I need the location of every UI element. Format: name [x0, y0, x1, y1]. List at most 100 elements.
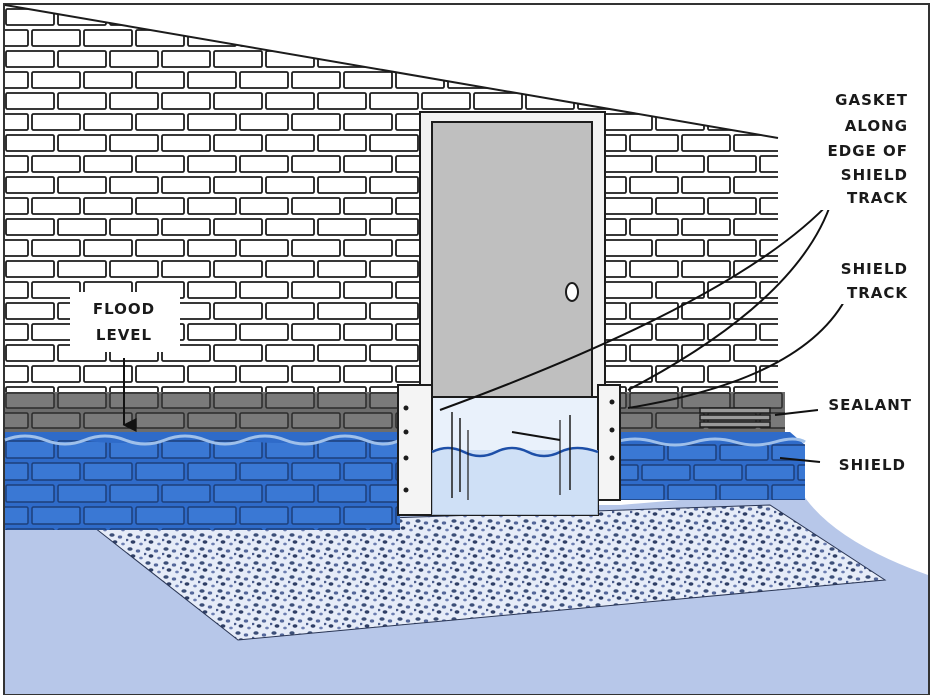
gasket-line-4: SHIELD: [841, 166, 908, 184]
gasket-line-5: TRACK: [847, 189, 908, 207]
wall-brick: [343, 239, 393, 257]
wall-brick: [213, 50, 263, 68]
wall-brick: [135, 365, 185, 383]
dark-brick: [343, 412, 393, 429]
submerged-brick: [615, 444, 665, 461]
gasket-line-3: EDGE OF: [828, 142, 908, 160]
wall-brick: [317, 92, 367, 110]
wall-brick: [265, 218, 315, 236]
wall-brick: [31, 365, 81, 383]
wall-brick: [291, 113, 341, 131]
wall-brick: [83, 29, 133, 47]
wall-brick: [161, 50, 211, 68]
wall-brick: [681, 302, 731, 320]
sealant-text: SEALANT: [828, 396, 912, 414]
wall-brick: [31, 155, 81, 173]
submerged-brick: [109, 528, 159, 530]
wall-brick: [421, 92, 471, 110]
submerged-brick: [239, 506, 289, 525]
wall-brick: [317, 260, 367, 278]
submerged-brick: [369, 528, 400, 530]
wall-brick: [187, 113, 237, 131]
wall-brick: [291, 155, 341, 173]
wall-brick: [5, 92, 55, 110]
wall-brick: [473, 92, 523, 110]
wall-brick: [629, 344, 679, 362]
wall-brick: [343, 281, 393, 299]
wall-brick: [239, 365, 289, 383]
shield-track-left: [397, 384, 433, 516]
wall-brick: [603, 197, 653, 215]
wall-brick: [109, 134, 159, 152]
wall-brick: [31, 29, 81, 47]
submerged-brick: [719, 444, 769, 461]
wall-brick: [213, 260, 263, 278]
wall-brick: [265, 302, 315, 320]
wall-brick: [187, 281, 237, 299]
wall-brick: [681, 386, 731, 392]
wall-top-edge: [4, 4, 779, 139]
submerged-brick: [57, 528, 107, 530]
submerged-brick: [239, 462, 289, 481]
wall-brick: [213, 134, 263, 152]
submerged-brick: [57, 484, 107, 503]
wall-brick: [5, 323, 29, 341]
wall-brick: [161, 134, 211, 152]
wall-brick: [31, 281, 81, 299]
wall-brick: [239, 323, 289, 341]
flood-level-line-2: LEVEL: [96, 326, 152, 344]
wall-brick: [213, 92, 263, 110]
submerged-brick: [291, 462, 341, 481]
wall-brick: [343, 323, 393, 341]
wall-brick: [707, 155, 757, 173]
wall-brick: [187, 197, 237, 215]
submerged-brick: [265, 484, 315, 503]
shield-track-leader: [627, 299, 846, 409]
wall-brick: [733, 218, 778, 236]
submerged-brick: [369, 484, 400, 503]
wall-brick: [707, 197, 757, 215]
submerged-brick: [641, 464, 691, 481]
wall-brick: [265, 260, 315, 278]
gasket-leader-1: [439, 199, 833, 411]
wall-brick: [187, 155, 237, 173]
submerged-brick: [719, 484, 769, 500]
wall-brick: [655, 239, 705, 257]
shield-track-line-2: TRACK: [847, 284, 908, 302]
wall-brick: [343, 155, 393, 173]
submerged-brick: [161, 484, 211, 503]
wall-brick: [5, 281, 29, 299]
wall-brick: [629, 386, 679, 392]
submerged-brick: [317, 484, 367, 503]
wall-brick: [5, 302, 55, 320]
submerged-brick: [343, 506, 393, 525]
wall-brick: [57, 218, 107, 236]
wall-brick: [5, 29, 29, 47]
wall-brick: [187, 71, 237, 89]
dark-brick: [5, 412, 29, 429]
wall-brick: [603, 239, 653, 257]
wall-brick: [109, 260, 159, 278]
wall-brick: [707, 365, 757, 383]
wall-brick: [629, 134, 679, 152]
submerged-brick: [395, 462, 400, 481]
wall-brick: [135, 239, 185, 257]
submerged-brick: [771, 484, 805, 500]
wall-brick: [291, 71, 341, 89]
wall-brick: [239, 113, 289, 131]
wall-brick: [135, 155, 185, 173]
submerged-brick: [667, 444, 717, 461]
dark-brick: [265, 392, 315, 409]
wall-brick: [5, 344, 55, 362]
wall-brick: [57, 386, 107, 392]
wall-brick: [5, 134, 55, 152]
wall-brick: [343, 71, 393, 89]
wall-brick: [369, 92, 419, 110]
wall-brick: [5, 239, 29, 257]
submerged-brick: [5, 484, 55, 503]
wall-brick: [317, 134, 367, 152]
label-sealant: SEALANT: [818, 392, 922, 416]
wall-brick: [161, 176, 211, 194]
wall-brick: [369, 344, 419, 362]
wall-brick: [343, 365, 393, 383]
